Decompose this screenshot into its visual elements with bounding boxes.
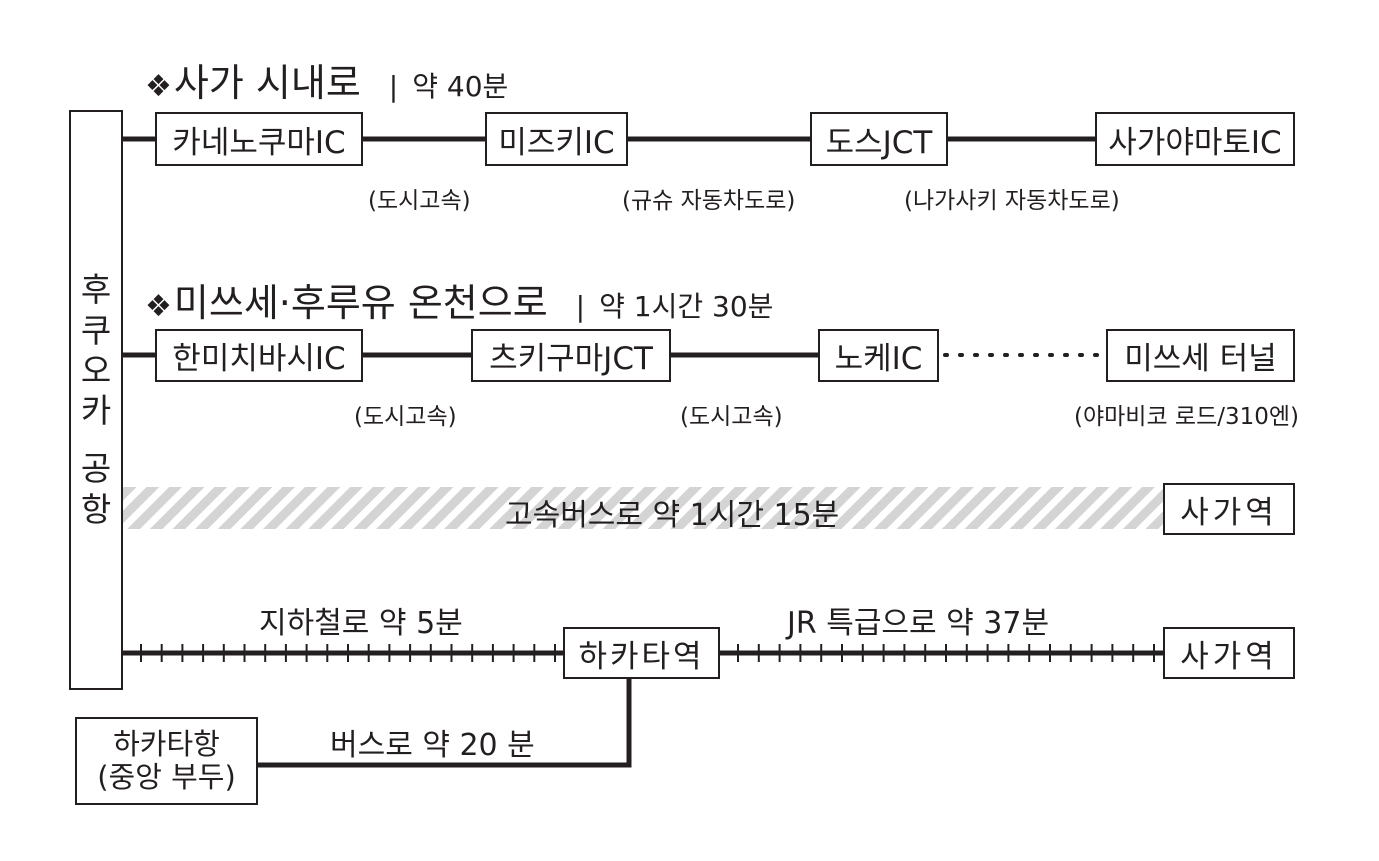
saga-station-box: 사가역 — [1163, 483, 1295, 535]
diamond-icon: ❖ — [145, 289, 172, 324]
hakata-port-pier: (중앙 부두) — [97, 760, 236, 794]
segment-label: (도시고속) — [368, 188, 471, 214]
route1-header: ❖ 사가 시내로 | 약 40분 — [145, 52, 508, 107]
separator: | — [388, 70, 399, 103]
node-noke-ic: 노케IC — [818, 329, 939, 382]
jr-express-label: JR 특급으로 약 37분 — [787, 606, 1050, 641]
hakata-port-box: 하카타항 (중앙 부두) — [75, 717, 258, 805]
airport-char: 공 — [80, 449, 112, 489]
node-saga-yamato-ic: 사가야마토IC — [1095, 112, 1295, 166]
node-mizuki-ic: 미즈키IC — [485, 112, 628, 166]
route2-title: 미쓰세·후루유 온천으로 — [173, 281, 548, 325]
airport-char: 오 — [80, 350, 112, 390]
port-bus-label: 버스로 약 20 분 — [330, 728, 535, 763]
route2-duration: 약 1시간 30분 — [599, 290, 774, 323]
separator: | — [575, 290, 586, 323]
route1-duration: 약 40분 — [412, 70, 509, 103]
node-hanmichibashi-ic: 한미치바시IC — [155, 329, 363, 382]
airport-char: 쿠 — [80, 310, 112, 350]
node-tosu-jct: 도스JCT — [810, 112, 948, 166]
subway-label: 지하철로 약 5분 — [259, 606, 463, 641]
hakata-port-name: 하카타항 — [113, 726, 220, 761]
airport-char: 후 — [80, 270, 112, 310]
node-tsukiguma-jct: 츠키구마JCT — [471, 329, 671, 382]
hakata-station-box: 하카타역 — [563, 627, 720, 679]
node-mitsuse-tunnel: 미쓰세 터널 — [1106, 329, 1295, 382]
segment-label: (도시고속) — [680, 404, 783, 430]
fukuoka-airport-box: 후 쿠 오 카 공 항 — [69, 110, 123, 690]
airport-char: 항 — [80, 489, 112, 529]
segment-label: (도시고속) — [354, 404, 457, 430]
node-kanenokuma-ic: 카네노쿠마IC — [155, 112, 363, 166]
port-bus-line — [258, 678, 632, 768]
segment-label: (야마비코 로드/310엔) — [1074, 404, 1300, 430]
airport-char: 카 — [80, 391, 112, 430]
route2-header: ❖ 미쓰세·후루유 온천으로 | 약 1시간 30분 — [145, 272, 773, 327]
diamond-icon: ❖ — [145, 69, 172, 104]
segment-label: (나가사키 자동차도로) — [904, 188, 1120, 214]
highway-bus-band — [122, 487, 1165, 529]
saga-station-box: 사가역 — [1163, 627, 1295, 679]
rail-ticks — [140, 644, 1155, 662]
highway-bus-label: 고속버스로 약 1시간 15분 — [505, 498, 840, 533]
segment-label: (규슈 자동차도로) — [622, 188, 796, 214]
route1-title: 사가 시내로 — [173, 61, 361, 105]
